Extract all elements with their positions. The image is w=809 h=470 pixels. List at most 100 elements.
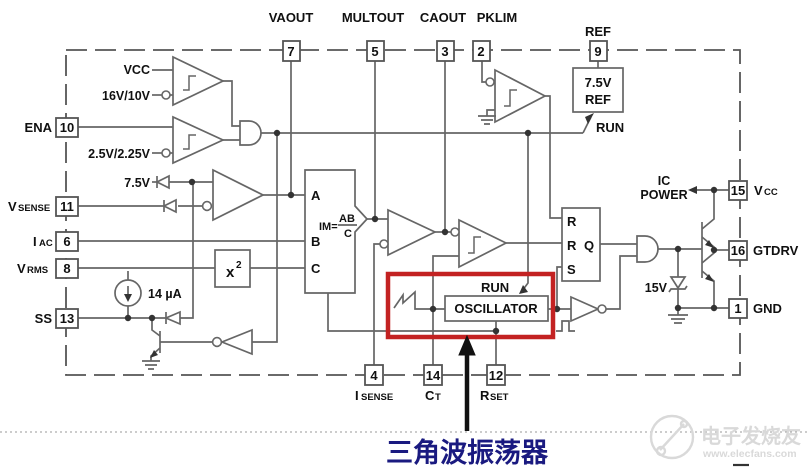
pin-ss: 13 SS (35, 308, 79, 329)
pin-label: REF (585, 24, 611, 39)
ref-block-line2: REF (585, 92, 611, 107)
pin-rset: 12 R SET (480, 364, 509, 403)
annotation-text: 三角波振荡器 (386, 437, 549, 468)
mult-b-label: B (311, 234, 320, 249)
uvlo-threshold-label: 16V/10V (102, 89, 151, 103)
pin-vcc: 15 V CC (728, 180, 778, 201)
zener-diode: 15V (645, 276, 688, 324)
pin-number: 8 (63, 261, 70, 276)
ref-block-line1: 7.5V (585, 75, 612, 90)
pin-ref: 9 REF (585, 24, 611, 62)
ic-power-line2: POWER (640, 188, 687, 202)
ss-diode (163, 310, 181, 326)
ff-r2-label: R (567, 238, 577, 253)
ss-current-label: 14 µA (148, 287, 182, 301)
pin-number: 3 (441, 44, 448, 59)
osc-output-inverter (570, 295, 607, 323)
pin-label-main: I (355, 388, 359, 403)
pin-pklim: 2 PKLIM (472, 10, 517, 62)
voltage-error-amp (201, 168, 265, 222)
vcc-label: VCC (124, 63, 150, 77)
watermark: 电子发烧友 www.elecfans.com (649, 414, 801, 460)
pin-isense: 4 I SENSE (355, 364, 393, 403)
vref-diode: 7.5V (124, 174, 170, 190)
ref-block: 7.5V REF RUN (572, 67, 624, 135)
squarer-base: x (226, 264, 235, 281)
pin-label-sub: SENSE (18, 203, 50, 214)
pin-number: 16 (731, 243, 745, 258)
pin-label: GND (753, 301, 782, 316)
pin-label: MULTOUT (342, 10, 404, 25)
pin-number: 4 (370, 368, 378, 383)
pin-label-sub: T (435, 392, 441, 403)
oscillator-highlight-box (385, 271, 556, 340)
ff-q-label: Q (584, 238, 594, 253)
pin-number: 6 (63, 234, 70, 249)
watermark-brand: 电子发烧友 (701, 424, 801, 448)
pin-number: 10 (60, 120, 74, 135)
pin-vsense: 11 V SENSE (8, 196, 79, 217)
pin-number: 14 (426, 368, 441, 383)
pin-gtdrv: 16 GTDRV (728, 240, 799, 261)
pin-label-main: C (425, 388, 435, 403)
totem-pole (705, 240, 714, 282)
pin-label: VAOUT (269, 10, 314, 25)
ena-threshold-label: 2.5V/2.25V (88, 147, 151, 161)
mult-im-label: IM= (319, 221, 338, 233)
watermark-logo (649, 414, 695, 460)
pin-label-sub: SET (490, 392, 509, 403)
pin-gnd: 1 GND (728, 298, 782, 319)
mult-denominator: C (344, 228, 352, 240)
pin-vrms: 8 V RMS (17, 258, 79, 279)
run-ref-label: RUN (596, 120, 624, 135)
pin-label-main: V (17, 261, 26, 276)
vsense-diode (162, 198, 177, 214)
pin-label-sub: RMS (27, 265, 48, 276)
pklim-comparator (478, 68, 547, 125)
ff-r1-label: R (567, 214, 577, 229)
pwm-comparator (450, 218, 508, 269)
ss-inverter (219, 328, 253, 356)
output-and-gate (636, 235, 659, 263)
pin-ena: 10 ENA (25, 117, 79, 138)
vref-label: 7.5V (124, 176, 150, 190)
pin-iac: 6 I AC (33, 231, 79, 252)
mult-numerator: AB (339, 213, 355, 225)
pin-number: 5 (371, 44, 378, 59)
pin-number: 12 (489, 368, 503, 383)
squarer-block: x 2 (214, 249, 251, 288)
annotation-arrow (458, 334, 476, 431)
current-amp (379, 208, 437, 257)
ic-power: IC POWER (640, 174, 697, 202)
oscillator-label: OSCILLATOR (454, 301, 538, 316)
pin-label-main: I (33, 234, 37, 249)
ic-power-arrowhead (688, 186, 697, 194)
pin-number: 13 (60, 311, 74, 326)
pin-label: GTDRV (753, 243, 799, 258)
run-osc-arrowhead (519, 285, 528, 294)
pin-label-main: V (754, 183, 763, 198)
pin-label-main: R (480, 388, 490, 403)
pin-number: 7 (287, 44, 294, 59)
pin-label-sub: SENSE (361, 392, 393, 403)
ss-emitter-arrow (150, 350, 158, 358)
pin-number: 15 (731, 183, 745, 198)
enable-comparator: 2.5V/2.25V (88, 115, 226, 165)
multiplier-block: A B C IM= AB C (304, 169, 369, 294)
mult-a-label: A (311, 188, 321, 203)
uvlo-comparator: VCC 16V/10V (102, 55, 225, 107)
pin-vaout: 7 VAOUT (269, 10, 314, 62)
and-gate-1 (239, 120, 262, 146)
pin-ct: 14 C T (423, 364, 443, 403)
mult-c-label: C (311, 261, 321, 276)
pin-label-sub: AC (39, 238, 53, 249)
soft-start-circuit: 14 µA (114, 279, 253, 370)
pin-label: ENA (25, 120, 53, 135)
flip-flop: R R Q S (561, 207, 601, 282)
pin-label-main: V (8, 199, 17, 214)
squarer-exponent: 2 (236, 260, 242, 271)
pin-multout: 5 MULTOUT (342, 10, 404, 62)
pin-number: 11 (60, 199, 74, 214)
zener-label: 15V (645, 281, 668, 295)
